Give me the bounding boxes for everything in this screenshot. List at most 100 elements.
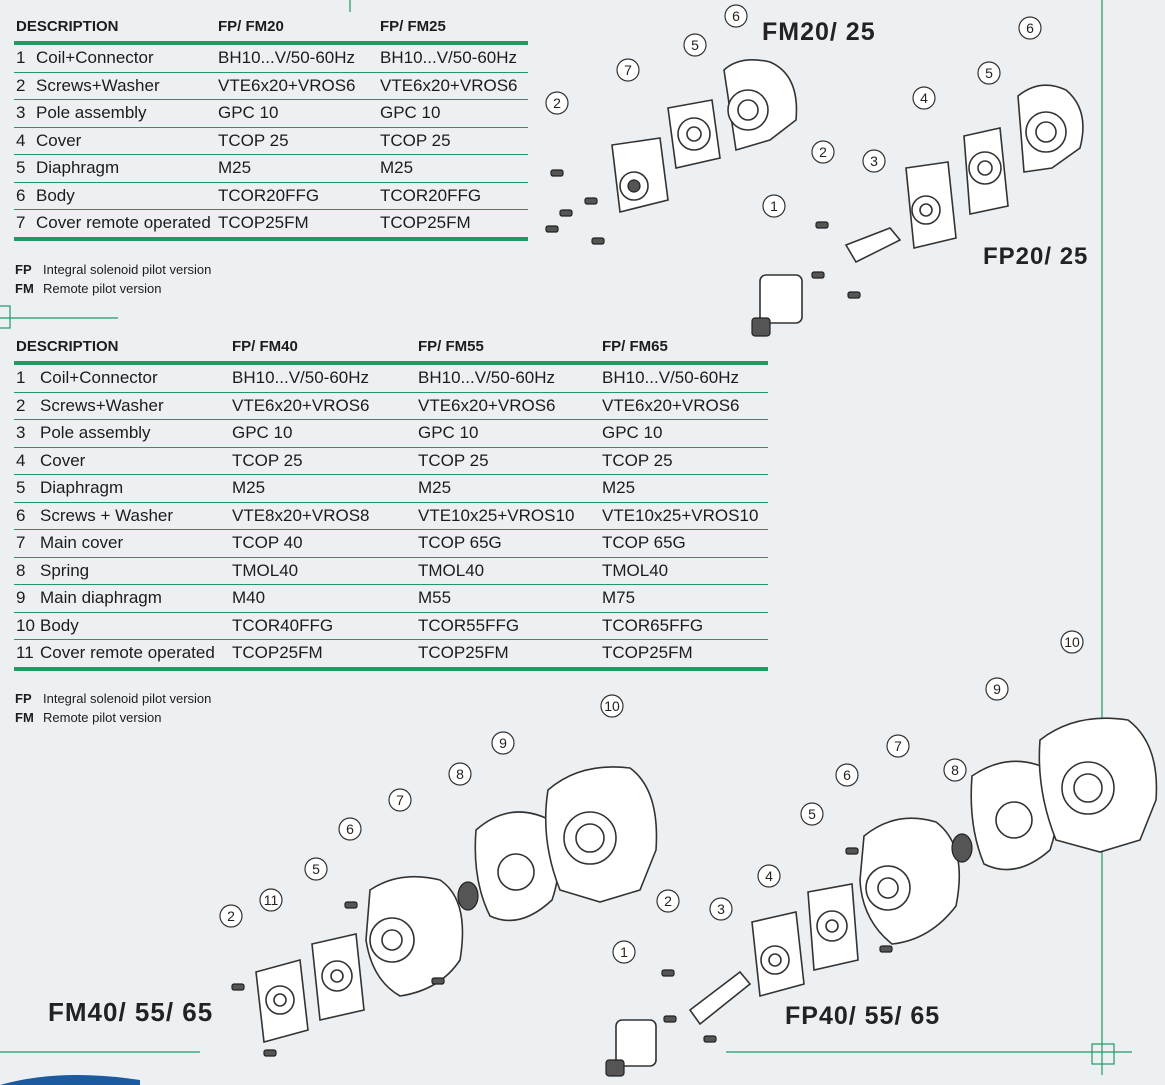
model-label-fp40-55-65: FP40/ 55/ 65 <box>785 1002 941 1030</box>
cell-part-code: M25 <box>230 474 416 503</box>
cell-part-code: BH10...V/50-60Hz <box>416 363 600 393</box>
cell-part-code: BH10...V/50-60Hz <box>378 43 528 73</box>
svg-text:8: 8 <box>456 766 464 782</box>
col-header-fm25: FP/ FM25 <box>380 18 446 35</box>
cell-part-code: TCOP25FM <box>216 209 378 241</box>
callout-4: 4 <box>912 86 936 110</box>
item-description: Cover remote operated <box>40 643 215 663</box>
callout-5: 5 <box>977 61 1001 85</box>
svg-text:2: 2 <box>819 144 827 160</box>
item-description: Cover remote operated <box>36 213 211 233</box>
cell-part-code: M40 <box>230 584 416 613</box>
col-header-description: DESCRIPTION <box>16 18 119 35</box>
callout-3: 3 <box>709 897 733 921</box>
fm40-55-65-exploded-view <box>231 766 658 1057</box>
callout-3: 3 <box>862 149 886 173</box>
item-description: Screws+Washer <box>40 395 164 415</box>
svg-text:2: 2 <box>227 908 235 924</box>
table-header-row: DESCRIPTION FP/ FM40 FP/ FM55 FP/ FM65 <box>14 338 768 363</box>
svg-text:8: 8 <box>951 762 959 778</box>
svg-text:3: 3 <box>870 153 878 169</box>
callout-7: 7 <box>886 734 910 758</box>
callout-10: 10 <box>600 694 624 718</box>
svg-text:3: 3 <box>717 901 725 917</box>
item-number: 5 <box>16 478 26 498</box>
cell-part-code: VTE10x25+VROS10 <box>416 502 600 530</box>
item-number: 4 <box>16 130 26 150</box>
cell-part-code: GPC 10 <box>230 419 416 448</box>
item-description: Cover <box>36 130 82 150</box>
col-header-fm20: FP/ FM20 <box>218 18 284 35</box>
svg-text:7: 7 <box>396 792 404 808</box>
cell-part-code: GPC 10 <box>600 419 768 448</box>
item-description: Cover <box>40 450 86 470</box>
item-description: Pole assembly <box>36 103 147 123</box>
fm20-25-exploded-view <box>545 59 798 245</box>
cell-part-code: GPC 10 <box>378 99 528 128</box>
item-number: 5 <box>16 158 26 178</box>
svg-text:1: 1 <box>620 944 628 960</box>
svg-text:11: 11 <box>264 892 279 908</box>
cell-description: 6 Body <box>14 182 216 210</box>
cell-part-code: TCOP25FM <box>600 639 768 671</box>
item-number: 8 <box>16 560 26 580</box>
callout-9: 9 <box>985 677 1009 701</box>
cell-part-code: M25 <box>600 474 768 503</box>
item-description: Body <box>36 185 75 205</box>
item-description: Screws + Washer <box>40 505 174 525</box>
callout-7: 7 <box>388 788 412 812</box>
item-number: 1 <box>16 368 26 388</box>
svg-text:10: 10 <box>604 698 620 714</box>
cell-part-code: TCOP 25 <box>216 127 378 155</box>
item-number: 6 <box>16 185 26 205</box>
cell-part-code: TCOP 25 <box>378 127 528 155</box>
callout-2: 2 <box>545 91 569 115</box>
cell-part-code: TCOR20FFG <box>216 182 378 210</box>
svg-text:5: 5 <box>312 861 320 877</box>
callout-8: 8 <box>448 762 472 786</box>
item-number: 9 <box>16 588 26 608</box>
svg-text:1: 1 <box>770 198 778 214</box>
callout-1: 1 <box>612 940 636 964</box>
cell-part-code: M55 <box>416 584 600 613</box>
model-label-fm40-55-65: FM40/ 55/ 65 <box>48 997 214 1027</box>
cell-part-code: TMOL40 <box>416 557 600 585</box>
page-guide-lines <box>0 0 1132 1075</box>
item-number: 3 <box>16 103 26 123</box>
callout-11: 11 <box>259 888 283 912</box>
svg-text:2: 2 <box>664 893 672 909</box>
cell-part-code: M25 <box>378 154 528 183</box>
callout-2: 2 <box>656 889 680 913</box>
cell-part-code: VTE6x20+VROS6 <box>378 72 528 100</box>
cell-part-code: VTE6x20+VROS6 <box>416 392 600 420</box>
cell-part-code: TCOP 25 <box>416 447 600 475</box>
item-number: 7 <box>16 533 26 553</box>
svg-text:2: 2 <box>553 95 561 111</box>
callout-6: 6 <box>1018 16 1042 40</box>
cell-part-code: TCOP 25 <box>600 447 768 475</box>
cell-part-code: TCOP 40 <box>230 529 416 558</box>
item-description: Diaphragm <box>36 158 120 178</box>
cell-part-code: VTE6x20+VROS6 <box>230 392 416 420</box>
callout-10: 10 <box>1060 630 1084 654</box>
callout-5: 5 <box>304 857 328 881</box>
svg-text:9: 9 <box>499 735 507 751</box>
